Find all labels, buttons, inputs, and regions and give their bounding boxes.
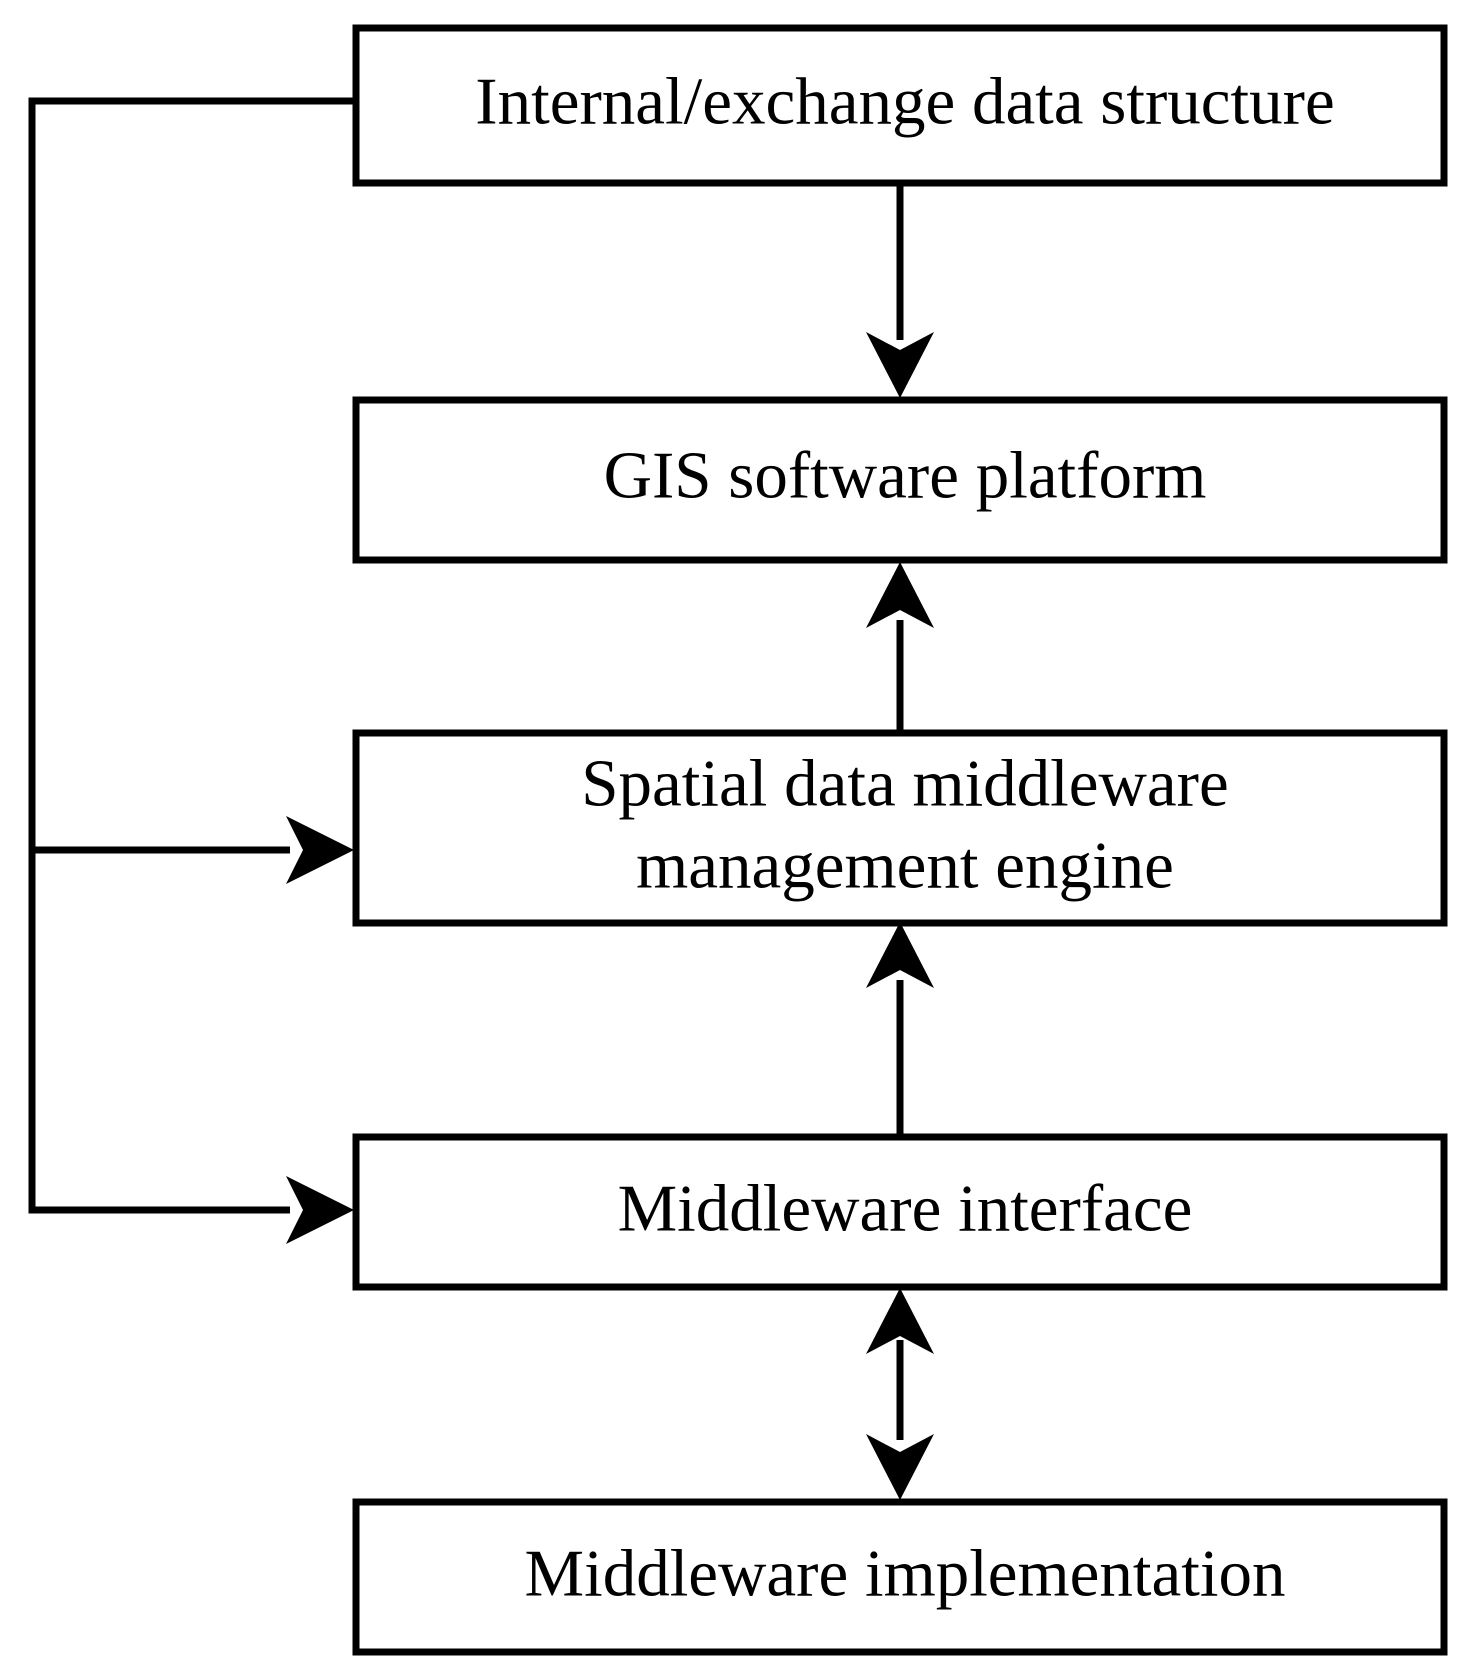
- arrow-internal-to-gis: [866, 185, 934, 398]
- box-label-middleware-interface: Middleware interface: [618, 1171, 1193, 1245]
- arrowhead-down-to-gis: [866, 332, 934, 398]
- box-middleware-implementation: Middleware implementation: [352, 1498, 1448, 1656]
- arrow-engine-to-gis: [866, 562, 934, 730]
- arrowhead-to-interface: [286, 1176, 354, 1244]
- left-bus-connector: [28, 97, 354, 1244]
- arrow-interface-implementation-bidirectional: [866, 1288, 934, 1500]
- box-label-middleware-implementation: Middleware implementation: [525, 1536, 1286, 1610]
- box-label-engine-line2: management engine: [636, 828, 1174, 902]
- box-internal-exchange-data-structure: Internal/exchange data structure: [352, 24, 1448, 187]
- box-label-internal-exchange: Internal/exchange data structure: [475, 64, 1334, 138]
- box-label-engine-line1: Spatial data middleware: [581, 746, 1228, 820]
- bus-line-from-top-box: [28, 97, 354, 1214]
- arrowhead-up-to-engine: [866, 922, 934, 988]
- box-gis-software-platform: GIS software platform: [352, 396, 1448, 564]
- box-middleware-interface: Middleware interface: [352, 1133, 1448, 1291]
- arrowhead-up-to-interface: [866, 1288, 934, 1354]
- arrow-interface-to-engine: [866, 922, 934, 1135]
- arrowhead-down-to-implementation: [866, 1434, 934, 1500]
- arrowhead-to-engine: [286, 816, 354, 884]
- box-spatial-data-middleware-engine: Spatial data middleware management engin…: [352, 729, 1448, 927]
- box-label-gis-platform: GIS software platform: [604, 438, 1207, 512]
- arrowhead-up-to-gis: [866, 562, 934, 628]
